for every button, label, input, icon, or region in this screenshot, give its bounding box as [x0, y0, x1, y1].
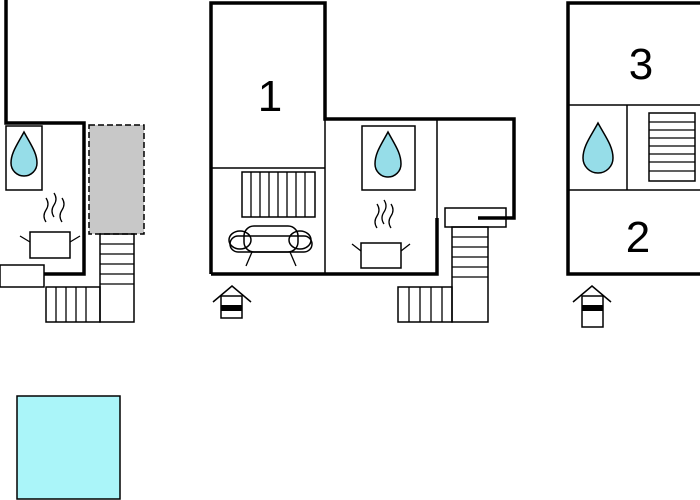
- left-building: [0, 0, 145, 323]
- staircase-icon: [397, 226, 489, 323]
- left-building-walls: [4, 0, 86, 276]
- entrance-arrow-icon: [572, 285, 612, 328]
- right-building: 3 2: [566, 1, 700, 328]
- entrance-arrow-icon: [212, 285, 252, 319]
- water-drop-icon: [374, 130, 402, 178]
- cooking-pot-icon: [19, 192, 81, 259]
- right-building-walls: [566, 1, 700, 276]
- kitchen-cabinet: [5, 125, 43, 191]
- water-drop-icon: [582, 121, 614, 174]
- middle-building: 1: [209, 1, 516, 323]
- terrace: [88, 124, 145, 235]
- radiator-icon: [648, 112, 696, 182]
- cooking-pot-icon: [351, 199, 411, 269]
- room-3-label: 3: [629, 40, 653, 89]
- kitchen-cabinet: [361, 125, 416, 191]
- room-1-label: 1: [258, 72, 282, 121]
- left-building-step: [0, 264, 45, 288]
- sofa-icon: [228, 225, 313, 267]
- radiator-icon: [241, 171, 316, 218]
- water-drop-icon: [10, 130, 38, 177]
- room-2-label: 2: [626, 213, 650, 262]
- staircase-icon: [45, 233, 135, 323]
- swimming-pool: [16, 395, 121, 500]
